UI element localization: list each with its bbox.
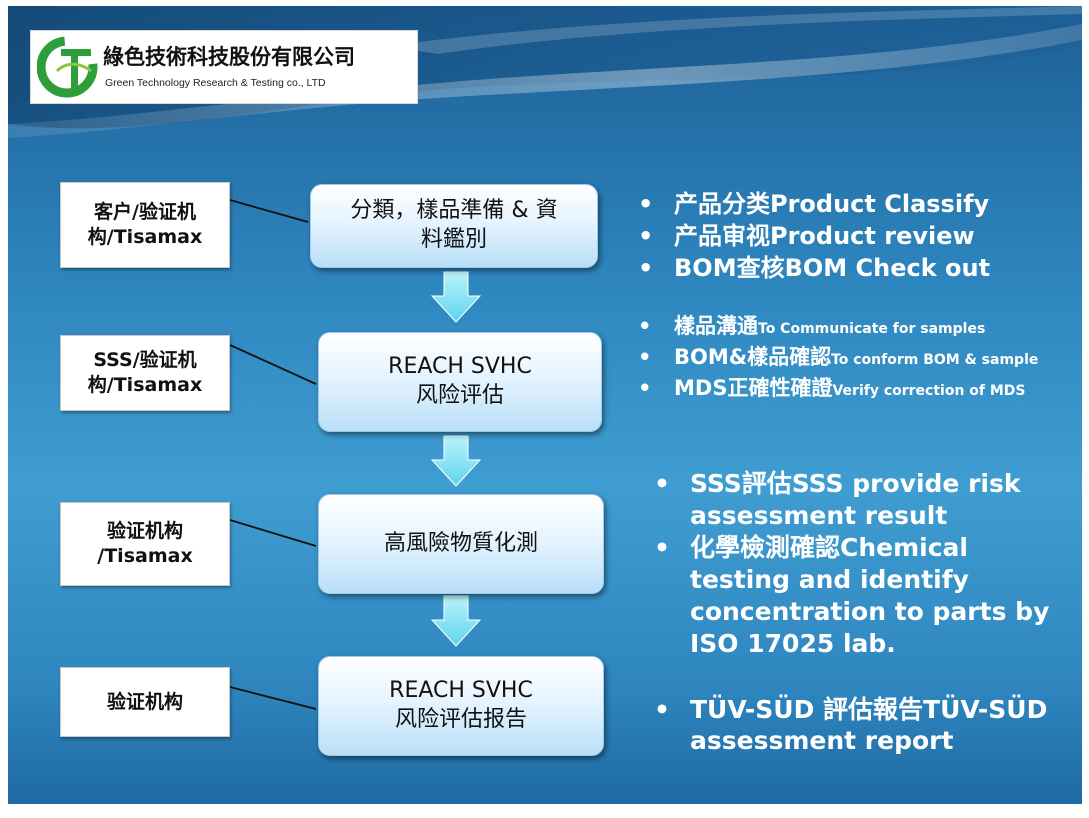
note-text: 产品审视Product review <box>674 222 975 250</box>
process-step: REACH SVHC 风险评估报告 <box>318 656 604 756</box>
bullet-icon: • <box>638 254 654 282</box>
connector-line <box>229 344 317 385</box>
note-item: • 樣品溝通To Communicate for samples <box>634 314 1078 341</box>
down-arrow-icon <box>430 271 482 323</box>
note-item: • 产品审视Product review <box>634 220 1074 252</box>
slide: 綠色技術科技股份有限公司 Green Technology Research &… <box>8 6 1082 804</box>
note-text: 樣品溝通 <box>674 314 758 338</box>
note-text: 化學檢測確認Chemical testing and identify conc… <box>690 533 1050 658</box>
connector-line <box>229 686 317 710</box>
notes-group-3: • SSS評估SSS provide risk assessment result… <box>650 468 1070 660</box>
down-arrow-icon <box>430 595 482 647</box>
bullet-icon: • <box>638 314 652 338</box>
process-step: REACH SVHC 风险评估 <box>318 332 602 432</box>
notes-group-4: • TÜV-SÜD 評估報告TÜV-SÜD assessment report <box>650 694 1070 756</box>
process-step: 分類，樣品準備 & 資 料鑑別 <box>310 184 598 268</box>
note-text: TÜV-SÜD 評估報告TÜV-SÜD assessment report <box>690 695 1048 755</box>
note-item: • BOM查核BOM Check out <box>634 252 1074 284</box>
note-text: BOM查核BOM Check out <box>674 254 991 282</box>
company-logo: 綠色技術科技股份有限公司 Green Technology Research &… <box>30 30 418 104</box>
connector-line <box>229 199 309 223</box>
bullet-icon: • <box>654 533 670 562</box>
note-subtext: Verify correction of MDS <box>832 383 1026 399</box>
bullet-icon: • <box>654 469 670 498</box>
bullet-icon: • <box>654 695 670 724</box>
note-subtext: To conform BOM & sample <box>831 352 1039 368</box>
actor-box: 客户/验证机 构/Tisamax <box>60 182 230 268</box>
bullet-icon: • <box>638 190 654 218</box>
bullet-icon: • <box>638 222 654 250</box>
down-arrow-icon <box>430 435 482 487</box>
company-name-en: Green Technology Research & Testing co.,… <box>105 77 326 89</box>
note-item: • 化學檢測確認Chemical testing and identify con… <box>650 532 1070 660</box>
actor-box: 验证机构 <box>60 667 230 737</box>
bullet-icon: • <box>638 345 652 369</box>
note-item: • BOM&樣品確認To conform BOM & sample <box>634 345 1078 372</box>
bullet-icon: • <box>638 376 652 400</box>
gtr-logo-icon <box>37 36 98 98</box>
note-text: SSS評估SSS provide risk assessment result <box>690 469 1021 530</box>
process-step: 高風險物質化測 <box>318 494 604 594</box>
note-item: • MDS正確性確證Verify correction of MDS <box>634 376 1078 403</box>
note-item: • SSS評估SSS provide risk assessment result <box>650 468 1070 532</box>
note-item: • TÜV-SÜD 評估報告TÜV-SÜD assessment report <box>650 694 1070 756</box>
actor-box: 验证机构 /Tisamax <box>60 502 230 586</box>
notes-group-1: • 产品分类Product Classify • 产品审视Product revie… <box>634 188 1074 284</box>
notes-group-2: • 樣品溝通To Communicate for samples • BOM&樣品確… <box>634 314 1078 407</box>
actor-box: SSS/验证机 构/Tisamax <box>60 335 230 411</box>
note-text: MDS正確性確證 <box>674 376 833 400</box>
company-name-cn: 綠色技術科技股份有限公司 <box>103 45 355 69</box>
note-item: • 产品分类Product Classify <box>634 188 1074 220</box>
note-subtext: To Communicate for samples <box>758 321 986 337</box>
note-text: 产品分类Product Classify <box>674 190 990 218</box>
note-text: BOM&樣品確認 <box>674 345 832 369</box>
connector-line <box>229 519 317 547</box>
